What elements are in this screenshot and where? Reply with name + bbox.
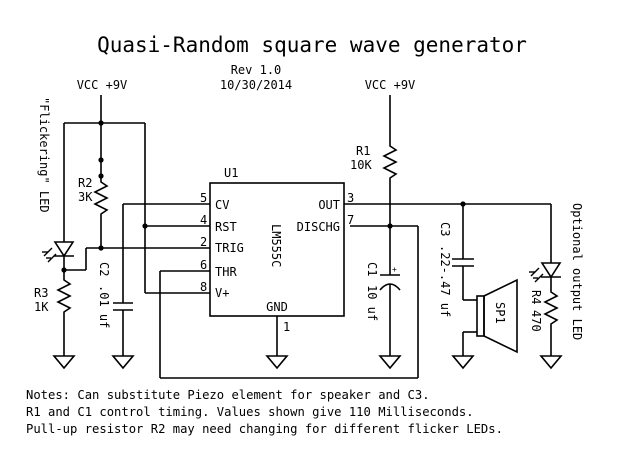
c2-value: .01 uf bbox=[97, 285, 111, 328]
c2-ref: C2 bbox=[97, 262, 111, 276]
ground-icon bbox=[539, 355, 563, 370]
trigger-net bbox=[64, 245, 210, 271]
pin-6-num: 6 bbox=[200, 258, 207, 272]
c3-ref: C3 bbox=[438, 222, 452, 236]
pin-8-name: V+ bbox=[215, 286, 229, 300]
note-line: Notes: Can substitute Piezo element for … bbox=[26, 388, 430, 402]
pin-4-name: RST bbox=[215, 220, 237, 234]
date-label: 10/30/2014 bbox=[220, 78, 292, 92]
r2-value: 3K bbox=[78, 190, 93, 204]
pin-8-num: 8 bbox=[200, 280, 207, 294]
speaker-sp1: SP1 bbox=[451, 278, 518, 370]
output-net bbox=[344, 201, 551, 207]
left-vcc-net bbox=[64, 95, 210, 294]
r4-ref: R4 bbox=[529, 290, 543, 304]
pin-4-num: 4 bbox=[200, 213, 207, 227]
r1-ref: R1 bbox=[356, 144, 370, 158]
pin-7-num: 7 bbox=[347, 213, 354, 227]
speaker-icon bbox=[476, 295, 485, 337]
resistor-r3: R3 1K bbox=[34, 270, 76, 370]
sp1-ref: SP1 bbox=[493, 302, 507, 324]
note-line: Pull-up resistor R2 may need changing fo… bbox=[26, 422, 503, 436]
c1-ref: C1 bbox=[365, 262, 379, 276]
capacitor-c1: + C1 10 uf bbox=[365, 226, 402, 370]
r2-ref: R2 bbox=[78, 176, 92, 190]
ground-icon bbox=[451, 355, 475, 370]
vcc-left-label: VCC +9V bbox=[77, 78, 128, 92]
ic-ref: U1 bbox=[224, 166, 238, 180]
ic-part: LM555C bbox=[269, 224, 283, 267]
pin-3-num: 3 bbox=[347, 191, 354, 205]
pin-2-num: 2 bbox=[200, 235, 207, 249]
resistor-r1: R1 10K bbox=[350, 95, 398, 226]
flicker-led-label: "Flickering" LED bbox=[37, 97, 51, 213]
resistor-r4: R4 470 bbox=[529, 277, 563, 370]
capacitor-c3: C3 .22-.47 uf bbox=[438, 204, 477, 317]
pin-5-num: 5 bbox=[200, 191, 207, 205]
vcc-right-label: VCC +9V bbox=[365, 78, 416, 92]
ground-icon bbox=[378, 355, 402, 370]
ic-u1: U1 LM555C 5 CV 4 RST 2 TRIG 6 THR 8 V+ 3… bbox=[200, 166, 354, 370]
ground-icon bbox=[52, 355, 76, 370]
pin-3-name: OUT bbox=[318, 198, 340, 212]
notes-block: Notes: Can substitute Piezo element for … bbox=[26, 388, 503, 436]
revision-label: Rev 1.0 bbox=[231, 63, 282, 77]
resistor-r2: R2 3K bbox=[78, 160, 109, 248]
c1-value: 10 uf bbox=[365, 285, 379, 321]
flicker-led: "Flickering" LED bbox=[37, 97, 75, 273]
pin-5-name: CV bbox=[215, 198, 229, 212]
note-line: R1 and C1 control timing. Values shown g… bbox=[26, 405, 474, 419]
ground-icon bbox=[111, 355, 135, 370]
r3-ref: R3 bbox=[34, 286, 48, 300]
c1-polarity: + bbox=[392, 265, 397, 274]
pin-1-num: 1 bbox=[283, 320, 290, 334]
pin-2-name: TRIG bbox=[215, 241, 244, 255]
schematic-title: Quasi-Random square wave generator bbox=[97, 33, 527, 57]
r1-value: 10K bbox=[350, 158, 372, 172]
pin-1-name: GND bbox=[266, 300, 288, 314]
ground-icon bbox=[265, 355, 289, 370]
output-led-label: Optional output LED bbox=[570, 203, 584, 340]
pin-6-name: THR bbox=[215, 265, 237, 279]
c3-value: .22-.47 uf bbox=[438, 245, 452, 317]
r3-value: 1K bbox=[34, 300, 49, 314]
threshold-net bbox=[159, 223, 419, 379]
r4-value: 470 bbox=[529, 310, 543, 332]
capacitor-c2: C2 .01 uf bbox=[97, 203, 210, 370]
pin-7-name: DISCHG bbox=[297, 220, 340, 234]
